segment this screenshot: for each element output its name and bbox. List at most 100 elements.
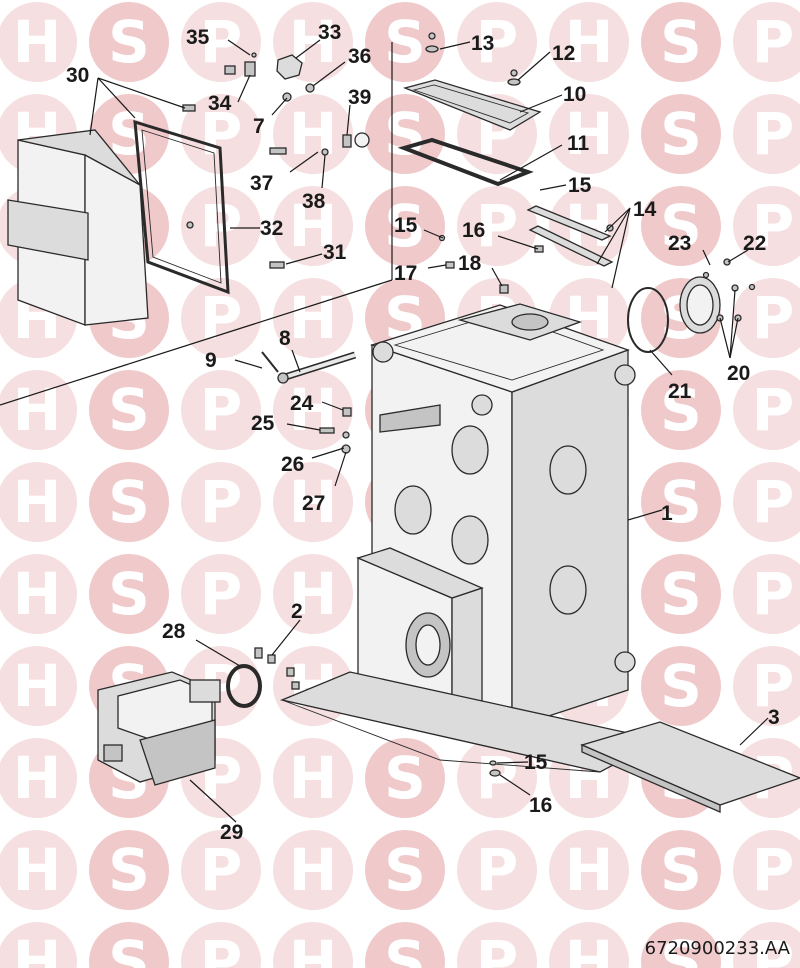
watermark-circle	[0, 554, 77, 634]
door-gasket-frame	[133, 119, 230, 295]
watermark-letter: H	[13, 652, 62, 720]
label-part-10: 10	[563, 83, 586, 106]
label-part-22: 22	[743, 232, 766, 255]
label-part-27: 27	[302, 492, 325, 515]
watermark-circle	[457, 738, 537, 818]
watermark-letter: P	[752, 836, 795, 904]
watermark-circle	[733, 2, 800, 82]
watermark-letter: P	[752, 468, 795, 536]
label-part-17: 17	[394, 262, 417, 285]
watermark-circle	[273, 278, 353, 358]
watermark-letter: H	[289, 468, 338, 536]
watermark-letter: H	[13, 376, 62, 444]
burner-unit	[97, 664, 262, 786]
label-part-15-top: 15	[568, 174, 592, 197]
hardware-small-parts	[182, 52, 370, 269]
watermark-letter: P	[476, 8, 519, 76]
top-cover-plate	[397, 32, 542, 187]
watermark-circle	[89, 554, 169, 634]
watermark-circle	[181, 370, 261, 450]
label-part-36: 36	[348, 45, 371, 68]
insulation-board-edge	[581, 744, 721, 813]
watermark-letter: S	[108, 836, 150, 904]
watermark-letter: S	[384, 836, 426, 904]
label-part-9: 9	[205, 349, 217, 372]
watermark-circle	[733, 922, 800, 968]
label-part-3: 3	[768, 706, 780, 729]
watermark-circle	[641, 830, 721, 910]
watermark-circle	[549, 2, 629, 82]
watermark-letter: S	[108, 8, 150, 76]
label-part-1: 1	[661, 502, 673, 525]
watermark-letter: P	[200, 192, 243, 260]
label-part-2: 2	[291, 600, 303, 623]
watermark-circle	[181, 278, 261, 358]
watermark-circle	[89, 462, 169, 542]
watermark-circle	[641, 554, 721, 634]
watermark-letter: P	[476, 836, 519, 904]
watermark-circle	[733, 370, 800, 450]
watermark-circle	[549, 922, 629, 968]
label-part-25: 25	[251, 412, 275, 435]
watermark-circle	[0, 370, 77, 450]
watermark-letter: H	[13, 8, 62, 76]
label-part-31: 31	[323, 241, 347, 264]
watermark-letter: H	[289, 928, 338, 968]
label-part-13: 13	[471, 32, 494, 55]
watermark-letter: H	[289, 744, 338, 812]
watermark-letter: S	[108, 928, 150, 968]
watermark-letter: H	[13, 744, 62, 812]
label-part-38: 38	[302, 190, 326, 213]
watermark-circle	[365, 922, 445, 968]
watermark-circle	[273, 554, 353, 634]
watermark-circle	[181, 830, 261, 910]
watermark-letter: P	[752, 560, 795, 628]
watermark-letter: S	[660, 100, 702, 168]
watermark-letter: P	[200, 376, 243, 444]
watermark-letter: S	[660, 560, 702, 628]
watermark-letter: P	[752, 284, 795, 352]
watermark-circle	[273, 738, 353, 818]
watermark-circle	[273, 186, 353, 266]
watermark-circle	[641, 186, 721, 266]
watermark-letter: P	[200, 468, 243, 536]
label-part-35: 35	[186, 26, 210, 49]
watermark-letter: S	[660, 8, 702, 76]
watermark-letter: H	[13, 928, 62, 968]
watermark-letter: P	[752, 376, 795, 444]
watermark-letter: H	[565, 100, 614, 168]
front-cover-panel	[7, 129, 194, 326]
watermark-circle	[0, 646, 77, 726]
watermark-circle	[89, 2, 169, 82]
watermark-letter: P	[200, 284, 243, 352]
label-part-37: 37	[250, 172, 273, 195]
label-part-15-left: 15	[394, 214, 418, 237]
watermark-circle	[733, 278, 800, 358]
watermark-letter: S	[660, 652, 702, 720]
watermark-letter: P	[752, 100, 795, 168]
watermark-letter: H	[289, 100, 338, 168]
label-part-18: 18	[458, 252, 482, 275]
watermark-letter: S	[384, 192, 426, 260]
watermark-letter: P	[752, 8, 795, 76]
watermark-letter: H	[289, 192, 338, 260]
label-part-33: 33	[318, 21, 341, 44]
watermark-letter: H	[13, 468, 62, 536]
watermark-letter: H	[13, 560, 62, 628]
label-part-32: 32	[260, 217, 283, 240]
separator-line	[0, 279, 393, 406]
label-part-29: 29	[220, 821, 243, 844]
drawing-reference-code: 6720900233.AA	[645, 938, 791, 959]
watermark-circle	[365, 186, 445, 266]
watermark-circle	[0, 738, 77, 818]
watermark-circle	[549, 94, 629, 174]
flange-gaskets	[627, 258, 756, 353]
watermark-letter: P	[476, 744, 519, 812]
watermark-letter: H	[289, 560, 338, 628]
watermark-circle	[181, 462, 261, 542]
watermark-circle	[733, 186, 800, 266]
watermark-letter: S	[384, 744, 426, 812]
label-part-8: 8	[279, 327, 291, 350]
watermark-circle	[733, 830, 800, 910]
